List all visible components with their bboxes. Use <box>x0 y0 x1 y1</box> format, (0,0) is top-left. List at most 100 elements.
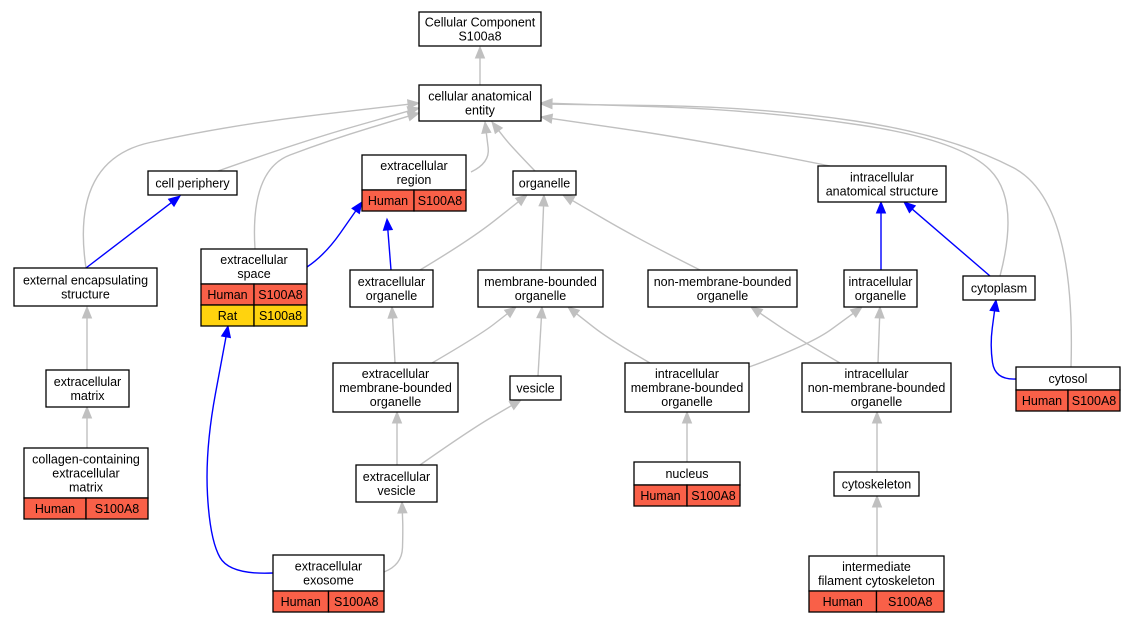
edge-cytosol-to-cae <box>539 98 1073 368</box>
species-label: Rat <box>218 309 238 323</box>
node-label-line: cell periphery <box>155 177 230 191</box>
node-label-line: structure <box>61 288 110 302</box>
edge-mbo-to-organelle <box>538 193 549 271</box>
node-cytoplasm[interactable]: cytoplasm <box>962 275 1036 301</box>
edge-exorg-to-organelle <box>419 194 529 271</box>
edge-line <box>419 201 519 271</box>
node-label-line: Cellular Component <box>425 16 536 30</box>
node-label-line: anatomical structure <box>826 185 939 199</box>
edge-arrowhead <box>474 45 486 59</box>
edge-arrowhead <box>536 305 547 319</box>
node-collagen[interactable]: collagen-containingextracellularmatrixHu… <box>23 447 149 520</box>
node-label-line: intracellular <box>850 171 914 185</box>
edge-line <box>759 312 841 364</box>
edge-cytoskel-to-icnmbo <box>871 410 883 472</box>
edge-arrowhead <box>681 410 693 424</box>
edge-icnmbo-to-icorg <box>874 305 885 364</box>
edge-exmbo-to-exorg <box>387 305 398 364</box>
edge-exspace-to-exreg <box>306 200 363 268</box>
edge-line <box>217 110 409 172</box>
gene-label: S100A8 <box>1072 394 1117 408</box>
edge-line <box>419 404 512 466</box>
edge-arrowhead <box>167 195 182 208</box>
edge-arrowhead <box>539 98 553 110</box>
species-label: Human <box>281 595 321 609</box>
node-cytoskel[interactable]: cytoskeleton <box>833 471 920 497</box>
edge-collagen-to-exmatrix <box>81 405 93 448</box>
annotation-row[interactable]: Human S100A8 <box>1015 389 1121 412</box>
node-label-line: non-membrane-bounded <box>654 275 792 289</box>
species-label: Human <box>1022 394 1062 408</box>
node-organelle[interactable]: organelle <box>512 170 577 196</box>
edge-exmatrix-to-extencap <box>81 305 93 370</box>
edge-line <box>572 199 701 271</box>
edge-arrowhead <box>566 306 581 319</box>
edge-arrowhead <box>539 113 554 124</box>
node-label-line: space <box>237 267 270 281</box>
gene-cell <box>413 189 467 212</box>
node-icnmbo[interactable]: intracellularnon-membrane-boundedorganel… <box>801 362 952 413</box>
gene-cell <box>875 590 945 613</box>
species-label: Human <box>368 194 408 208</box>
node-label-line: organelle <box>697 289 748 303</box>
edge-exvesicle-to-exmbo <box>391 410 403 465</box>
edge-ifcyto-to-cytoskel <box>871 494 883 556</box>
node-label-line: organelle <box>515 289 566 303</box>
edge-arrowhead <box>871 494 883 508</box>
edge-organelle-to-cae <box>491 120 536 172</box>
edge-arrowhead <box>849 306 864 319</box>
node-vesicle[interactable]: vesicle <box>509 375 562 401</box>
edge-line <box>383 512 404 573</box>
node-label-line: vesicle <box>516 382 554 396</box>
node-label-line: collagen-containing <box>32 453 140 467</box>
edge-exmbo-to-mbo <box>431 306 518 364</box>
edge-arrowhead <box>406 111 421 122</box>
node-label-line: filament cytoskeleton <box>818 574 935 588</box>
edge-line <box>82 103 409 269</box>
node-label-box <box>509 375 562 401</box>
node-label-line: non-membrane-bounded <box>808 381 946 395</box>
edge-arrowhead <box>749 306 764 318</box>
node-cellperiph[interactable]: cell periphery <box>147 170 238 196</box>
node-label-box <box>355 464 438 503</box>
edge-exosome-to-exvesicle <box>383 500 408 573</box>
node-label-line: extracellular <box>362 367 429 381</box>
node-label-line: extracellular <box>380 159 447 173</box>
edge-arrowhead <box>391 410 403 424</box>
gene-cell <box>253 304 308 327</box>
edge-arrowhead <box>406 99 421 110</box>
node-label-line: exosome <box>303 574 354 588</box>
node-label-box <box>361 154 467 191</box>
node-label-line: nucleus <box>665 467 708 481</box>
species-label: Human <box>207 288 247 302</box>
edge-extencap-to-cellperiph <box>85 195 182 269</box>
edge-arrowhead <box>874 305 885 319</box>
edge-arrowhead <box>875 200 887 214</box>
